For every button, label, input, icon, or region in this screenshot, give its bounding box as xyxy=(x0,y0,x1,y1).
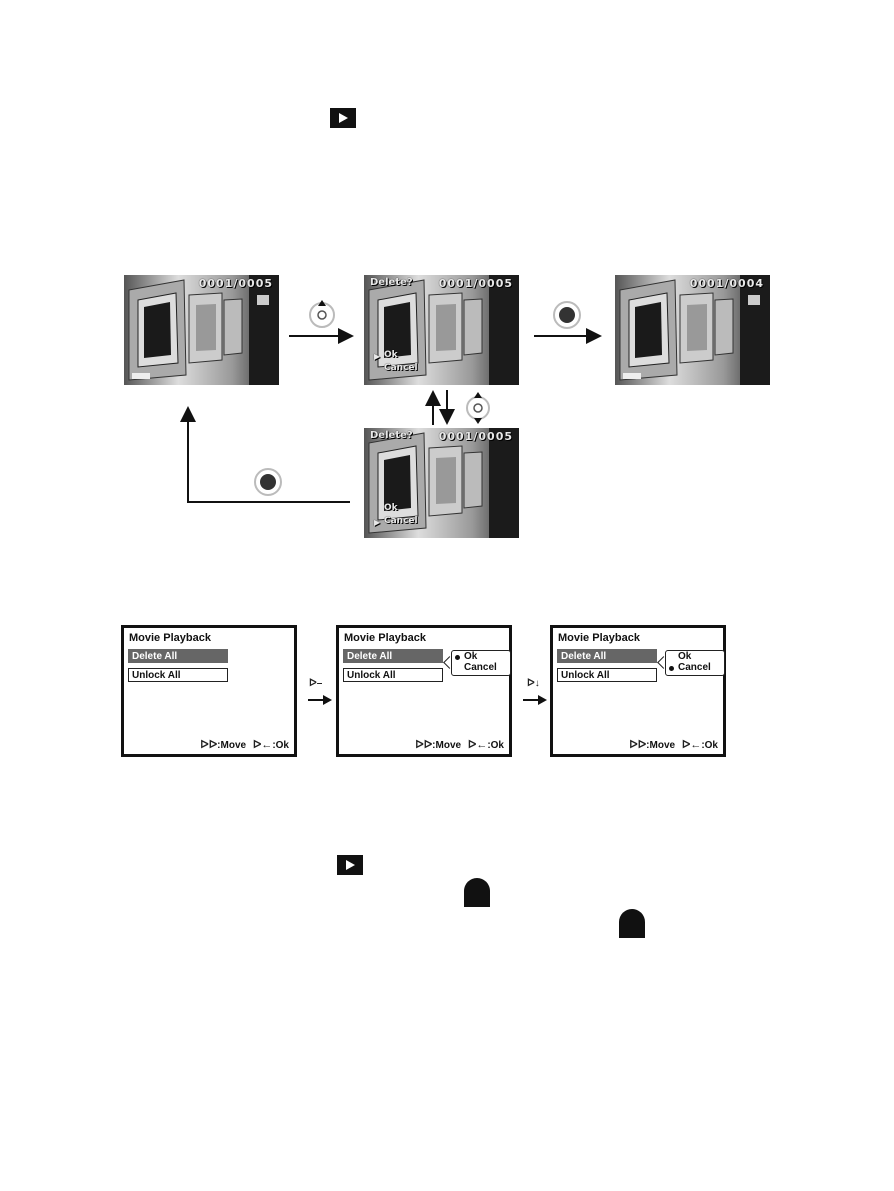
popup-option-ok[interactable]: Ok xyxy=(678,651,691,662)
lock-icon xyxy=(462,876,492,908)
play-icon xyxy=(337,855,363,875)
footer-ok-label: :Ok xyxy=(701,740,718,751)
move-key-icon: ᐅᐅ xyxy=(629,739,646,751)
footer-move-label: :Move xyxy=(217,740,246,751)
ok-key-icon: ᐅ← xyxy=(682,739,701,751)
dpad-updown-icon xyxy=(463,388,493,428)
menu-item-unlock-all[interactable]: Unlock All xyxy=(557,668,657,682)
ok-key-icon: ᐅ– xyxy=(309,678,322,689)
ok-key-icon: ᐅ← xyxy=(253,739,272,751)
menu-item-delete-all[interactable]: Delete All xyxy=(343,649,443,663)
move-key-icon: ᐅᐅ xyxy=(415,739,432,751)
flow-arrows xyxy=(0,0,894,560)
move-key-icon: ᐅᐅ xyxy=(200,739,217,751)
menu-item-delete-all[interactable]: Delete All xyxy=(557,649,657,663)
popup-option-ok[interactable]: Ok xyxy=(464,651,477,662)
menu-screen-1: Movie Playback Delete All Unlock All ᐅᐅ:… xyxy=(121,625,297,757)
menu-title: Movie Playback xyxy=(129,632,211,644)
dpad-ok-icon xyxy=(552,300,582,330)
menu-footer: ᐅᐅ:Move ᐅ←:Ok xyxy=(629,738,718,751)
menu-screen-2: Movie Playback Delete All Unlock All Ok … xyxy=(336,625,512,757)
ok-key-icon: ᐅ← xyxy=(468,739,487,751)
arrow-right-icon xyxy=(308,695,332,705)
selected-dot-icon xyxy=(455,655,460,660)
menu-footer: ᐅᐅ:Move ᐅ←:Ok xyxy=(415,738,504,751)
menu-item-delete-all[interactable]: Delete All xyxy=(128,649,228,663)
dpad-updown-icon xyxy=(307,298,337,332)
footer-ok-label: :Ok xyxy=(272,740,289,751)
lock-icon xyxy=(617,907,647,939)
footer-move-label: :Move xyxy=(432,740,461,751)
menu-title: Movie Playback xyxy=(558,632,640,644)
arrow-right-icon xyxy=(523,695,547,705)
footer-move-label: :Move xyxy=(646,740,675,751)
popup-option-cancel[interactable]: Cancel xyxy=(464,662,497,673)
confirm-popup: Ok Cancel xyxy=(451,650,511,676)
menu-item-unlock-all[interactable]: Unlock All xyxy=(343,668,443,682)
popup-option-cancel[interactable]: Cancel xyxy=(678,662,711,673)
menu-item-unlock-all[interactable]: Unlock All xyxy=(128,668,228,682)
dpad-ok-icon xyxy=(253,467,283,497)
footer-ok-label: :Ok xyxy=(487,740,504,751)
menu-footer: ᐅᐅ:Move ᐅ←:Ok xyxy=(200,738,289,751)
menu-title: Movie Playback xyxy=(344,632,426,644)
confirm-popup: Ok Cancel xyxy=(665,650,725,676)
down-key-icon: ᐅ↓ xyxy=(527,678,540,689)
menu-screen-3: Movie Playback Delete All Unlock All Ok … xyxy=(550,625,726,757)
selected-dot-icon xyxy=(669,666,674,671)
